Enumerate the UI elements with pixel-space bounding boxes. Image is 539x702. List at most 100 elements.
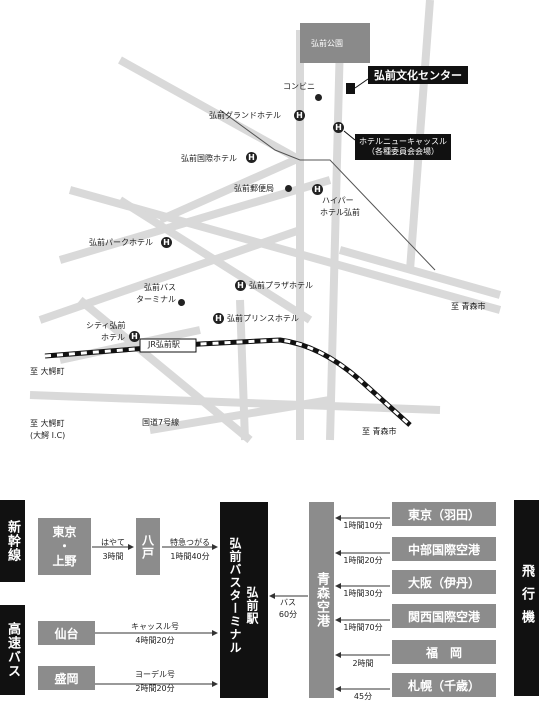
plaza-hotel-label: 弘前プラザホテル <box>249 281 313 290</box>
hotel-icon: H <box>161 237 172 248</box>
road <box>149 396 331 434</box>
flight-origin-box: 関西国際空港 <box>392 604 496 628</box>
road <box>29 391 441 414</box>
yodel-name: ヨーデル号 <box>135 670 175 679</box>
convenience-store-dot <box>315 94 322 101</box>
hayate-time: 3時間 <box>95 552 131 562</box>
morioka-box: 盛岡 <box>38 666 95 690</box>
hotel-icon: H <box>129 331 140 342</box>
to-aomori-label-2: 至 青森市 <box>362 427 397 436</box>
road-network <box>29 0 502 444</box>
hayate-name: はやて <box>101 538 125 547</box>
yodel-time: 2時間20分 <box>110 684 200 694</box>
bus-time-text: 60分 <box>278 610 298 619</box>
separator-dot: ・ <box>58 539 71 554</box>
bus-terminal-label-2: ターミナル <box>136 295 176 304</box>
leader-line <box>354 78 369 89</box>
castle-time-text: 4時間20分 <box>135 636 175 645</box>
flight-time: 1時間70分 <box>343 623 383 632</box>
post-office-label: 弘前郵便局 <box>234 184 274 193</box>
new-castle-label: ホテルニューキャッスル （各種委員会会場） <box>355 134 451 160</box>
hirosaki-destination: 弘前バスターミナル 弘前駅 <box>220 502 268 698</box>
tsugaru-name: 特急つがる <box>170 538 210 547</box>
road <box>158 156 297 224</box>
flight-origin-box: 東京（羽田） <box>392 502 496 526</box>
tokyo-ueno-box: 東京 ・ 上野 <box>38 518 91 575</box>
park-label: 弘前公園 <box>311 39 343 48</box>
sendai-box: 仙台 <box>38 621 95 645</box>
tsugaru-label: 特急つがる <box>163 538 217 548</box>
tsugaru-time-text: 1時間40分 <box>170 552 210 561</box>
hotel-icon: H <box>235 280 246 291</box>
road <box>338 246 502 299</box>
to-aomori-label-1: 至 青森市 <box>451 302 486 311</box>
castle-time: 4時間20分 <box>110 636 200 646</box>
hotel-icon: H <box>246 152 257 163</box>
grand-hotel-label: 弘前グランドホテル <box>209 111 281 120</box>
road <box>58 176 332 264</box>
to-owani-ic-label-1: 至 大鰐町 <box>30 419 65 428</box>
station-box <box>139 338 197 353</box>
area-map: 弘前公園 弘前文化センター コンビニ 弘前グランドホテル H H ホテルニューキ… <box>29 0 502 444</box>
yodel-label: ヨーデル号 <box>110 670 200 680</box>
new-castle-sub: （各種委員会会場） <box>367 147 439 156</box>
access-routes: 新幹線 高速バス 飛行機 東京 ・ 上野 はやて 3時間 八戸 特急つがる 1時… <box>0 490 539 701</box>
prince-hotel-label: 弘前プリンスホテル <box>227 314 299 323</box>
flight-time: 1時間10分 <box>343 521 383 530</box>
hayate-label: はやて <box>95 538 131 548</box>
airplane-section: 飛行機 <box>514 500 539 696</box>
castle-name: キャッスル号 <box>131 622 179 631</box>
culture-center-label: 弘前文化センター <box>368 66 468 84</box>
ueno-label: 上野 <box>52 553 77 568</box>
flight-time: 2時間 <box>352 659 374 668</box>
bus-label: バス <box>273 598 303 608</box>
to-owani-label: 至 大鰐町 <box>30 367 65 376</box>
hirosaki-station-label: 弘前駅 <box>245 585 259 625</box>
bus-terminal-label-1: 弘前バス <box>144 283 176 292</box>
hirosaki-bus-terminal-label: 弘前バスターミナル <box>228 536 242 654</box>
hotel-icon: H <box>294 110 305 121</box>
flight-origin-box: 福 岡 <box>392 640 496 664</box>
city-hotel-label-2: ホテル <box>101 333 125 342</box>
tokyo-label: 東京 <box>52 524 77 539</box>
hotel-icon: H <box>312 184 323 195</box>
post-office-dot <box>285 185 292 192</box>
road <box>118 56 302 164</box>
flight-origin-box: 札幌（千歳） <box>392 673 496 697</box>
hachinohe-box: 八戸 <box>136 518 160 575</box>
road <box>117 196 313 324</box>
hyper-hotel-label-2: ホテル弘前 <box>320 208 360 217</box>
hotel-icon: H <box>333 122 344 133</box>
culture-center-marker <box>346 83 355 94</box>
route-arrows <box>92 515 390 692</box>
flight-origin-box: 大阪（伊丹） <box>392 570 496 594</box>
kokusai-hotel-label: 弘前国際ホテル <box>181 154 237 163</box>
to-owani-ic-label-2: (大鰐 I.C) <box>30 431 66 440</box>
flight-time: 45分 <box>353 692 373 701</box>
road <box>326 39 344 441</box>
tsugaru-time: 1時間40分 <box>163 552 217 562</box>
shinkansen-section: 新幹線 <box>0 500 25 582</box>
bus-label-text: バス <box>280 598 296 607</box>
flight-origin-box: 中部国際空港 <box>392 537 496 561</box>
convenience-store-label: コンビニ <box>283 82 315 91</box>
bus-time: 60分 <box>273 610 303 620</box>
leader-line <box>343 130 356 141</box>
hyper-hotel-label-1: ハイパー <box>322 196 354 205</box>
new-castle-name: ホテルニューキャッスル <box>359 136 447 146</box>
hayate-time-text: 3時間 <box>102 552 124 561</box>
aomori-airport-box: 青森空港 <box>309 502 334 698</box>
highway-bus-section: 高速バス <box>0 605 25 695</box>
station-label: JR弘前駅 <box>148 340 180 349</box>
bus-terminal-dot <box>178 299 185 306</box>
route7-label: 国道7号線 <box>142 418 180 427</box>
yodel-time-text: 2時間20分 <box>135 684 175 693</box>
castle-label: キャッスル号 <box>110 622 200 632</box>
railway-base <box>44 337 412 427</box>
city-hotel-label-1: シティ弘前 <box>86 321 126 330</box>
flight-time: 1時間20分 <box>343 556 383 565</box>
thin-road <box>219 109 436 271</box>
flight-time: 1時間30分 <box>343 589 383 598</box>
park-block <box>300 23 370 63</box>
hotel-icon: H <box>213 313 224 324</box>
